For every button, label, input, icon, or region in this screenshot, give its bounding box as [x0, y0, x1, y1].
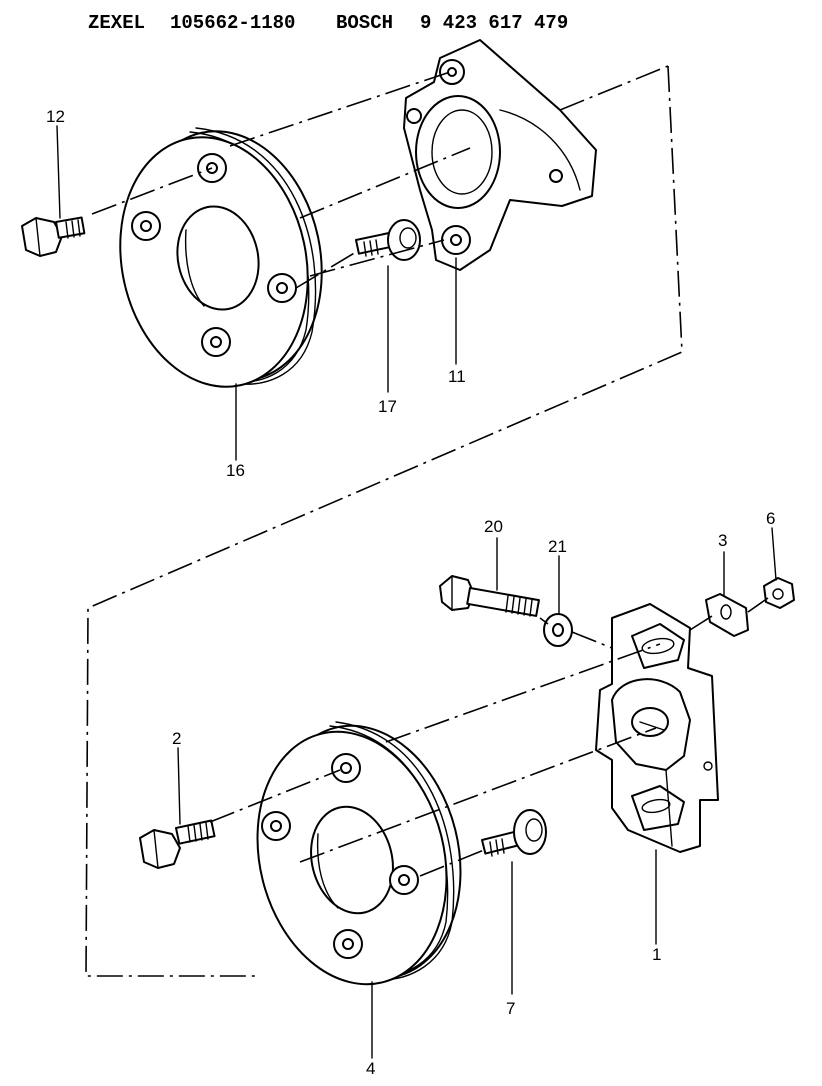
callout-1: 1	[652, 945, 661, 964]
callout-6: 6	[766, 509, 775, 528]
bolt-20	[439, 575, 540, 617]
bolt-12	[21, 216, 86, 257]
lower-center-lines	[209, 597, 769, 877]
leader-lines	[56, 125, 777, 1059]
header-bosch: BOSCH	[336, 12, 393, 34]
assembly-boundary-frame	[85, 65, 683, 977]
washer-21	[543, 613, 573, 647]
header-bosch-part-number: 9 423 617 479	[420, 12, 568, 34]
coupling-disc-16	[119, 127, 323, 388]
callout-11: 11	[448, 367, 466, 386]
callout-16: 16	[226, 461, 245, 480]
callout-12: 12	[46, 107, 65, 126]
diagram-header: ZEXEL 105662-1180 BOSCH 9 423 617 479	[88, 12, 568, 34]
screw-17	[355, 219, 421, 261]
screw-7	[481, 809, 547, 857]
bracket-1	[595, 603, 719, 853]
coupling-disc-4	[256, 721, 462, 986]
callout-20: 20	[484, 517, 503, 536]
flange-housing-11	[403, 39, 597, 271]
header-zexel: ZEXEL	[88, 12, 145, 34]
plate-3	[705, 593, 749, 637]
header-zexel-part-number: 105662-1180	[170, 12, 295, 34]
nut-6	[763, 577, 795, 609]
callout-3: 3	[718, 531, 727, 550]
callout-7: 7	[506, 999, 515, 1018]
bolt-2	[139, 819, 216, 869]
callout-17: 17	[378, 397, 397, 416]
upper-center-lines	[91, 65, 669, 289]
callout-4: 4	[366, 1059, 375, 1078]
part-callouts: 12 16 17 11 20 21 3 6 2 1 7 4	[46, 107, 775, 1078]
callout-21: 21	[548, 537, 567, 556]
callout-2: 2	[172, 729, 181, 748]
